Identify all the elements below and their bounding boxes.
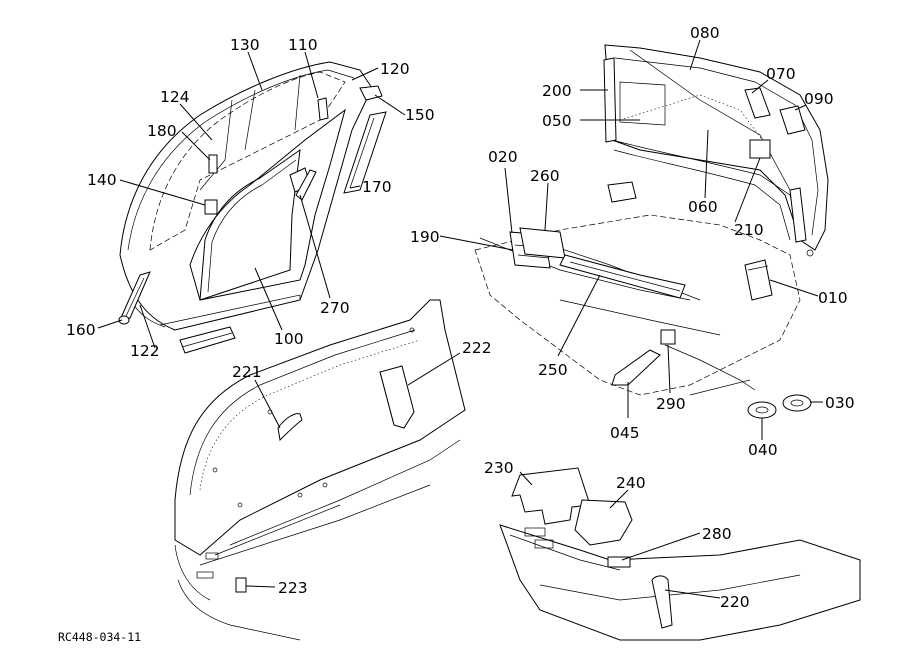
callout-260: 260 [530,167,560,185]
leader-lines [97,39,823,599]
callout-200: 200 [542,82,572,100]
callout-070: 070 [766,65,796,83]
callout-223: 223 [278,579,308,597]
roof-assembly [603,44,829,257]
callout-170: 170 [362,178,392,196]
floor-mat-assembly [474,181,812,419]
callout-210: 210 [734,221,764,239]
callout-045: 045 [610,424,640,442]
callout-290: 290 [656,395,686,413]
floor-panel-assembly [174,299,466,641]
callout-270: 270 [320,299,350,317]
callout-110: 110 [288,36,318,54]
callout-122: 122 [130,342,160,360]
callout-190: 190 [410,228,440,246]
callout-100: 100 [274,330,304,348]
callout-130: 130 [230,36,260,54]
callout-050: 050 [542,112,572,130]
callout-010: 010 [818,289,848,307]
callout-060: 060 [688,198,718,216]
callout-124: 124 [160,88,190,106]
callout-240: 240 [616,474,646,492]
figure-code: RC448-034-11 [58,630,141,644]
callout-labels: 130 110 120 124 180 150 140 170 270 100 … [66,24,855,611]
callout-090: 090 [804,90,834,108]
callout-150: 150 [405,106,435,124]
callout-160: 160 [66,321,96,339]
callout-120: 120 [380,60,410,78]
callout-180: 180 [147,122,177,140]
callout-080: 080 [690,24,720,42]
callout-221: 221 [232,363,262,381]
callout-230: 230 [484,459,514,477]
callout-220: 220 [720,593,750,611]
callout-280: 280 [702,525,732,543]
callout-040: 040 [748,441,778,459]
callout-250: 250 [538,361,568,379]
callout-020: 020 [488,148,518,166]
callout-140: 140 [87,171,117,189]
callout-030: 030 [825,394,855,412]
lower-mat-assembly [499,467,861,641]
door-glass-assembly [118,61,387,354]
callout-222: 222 [462,339,492,357]
